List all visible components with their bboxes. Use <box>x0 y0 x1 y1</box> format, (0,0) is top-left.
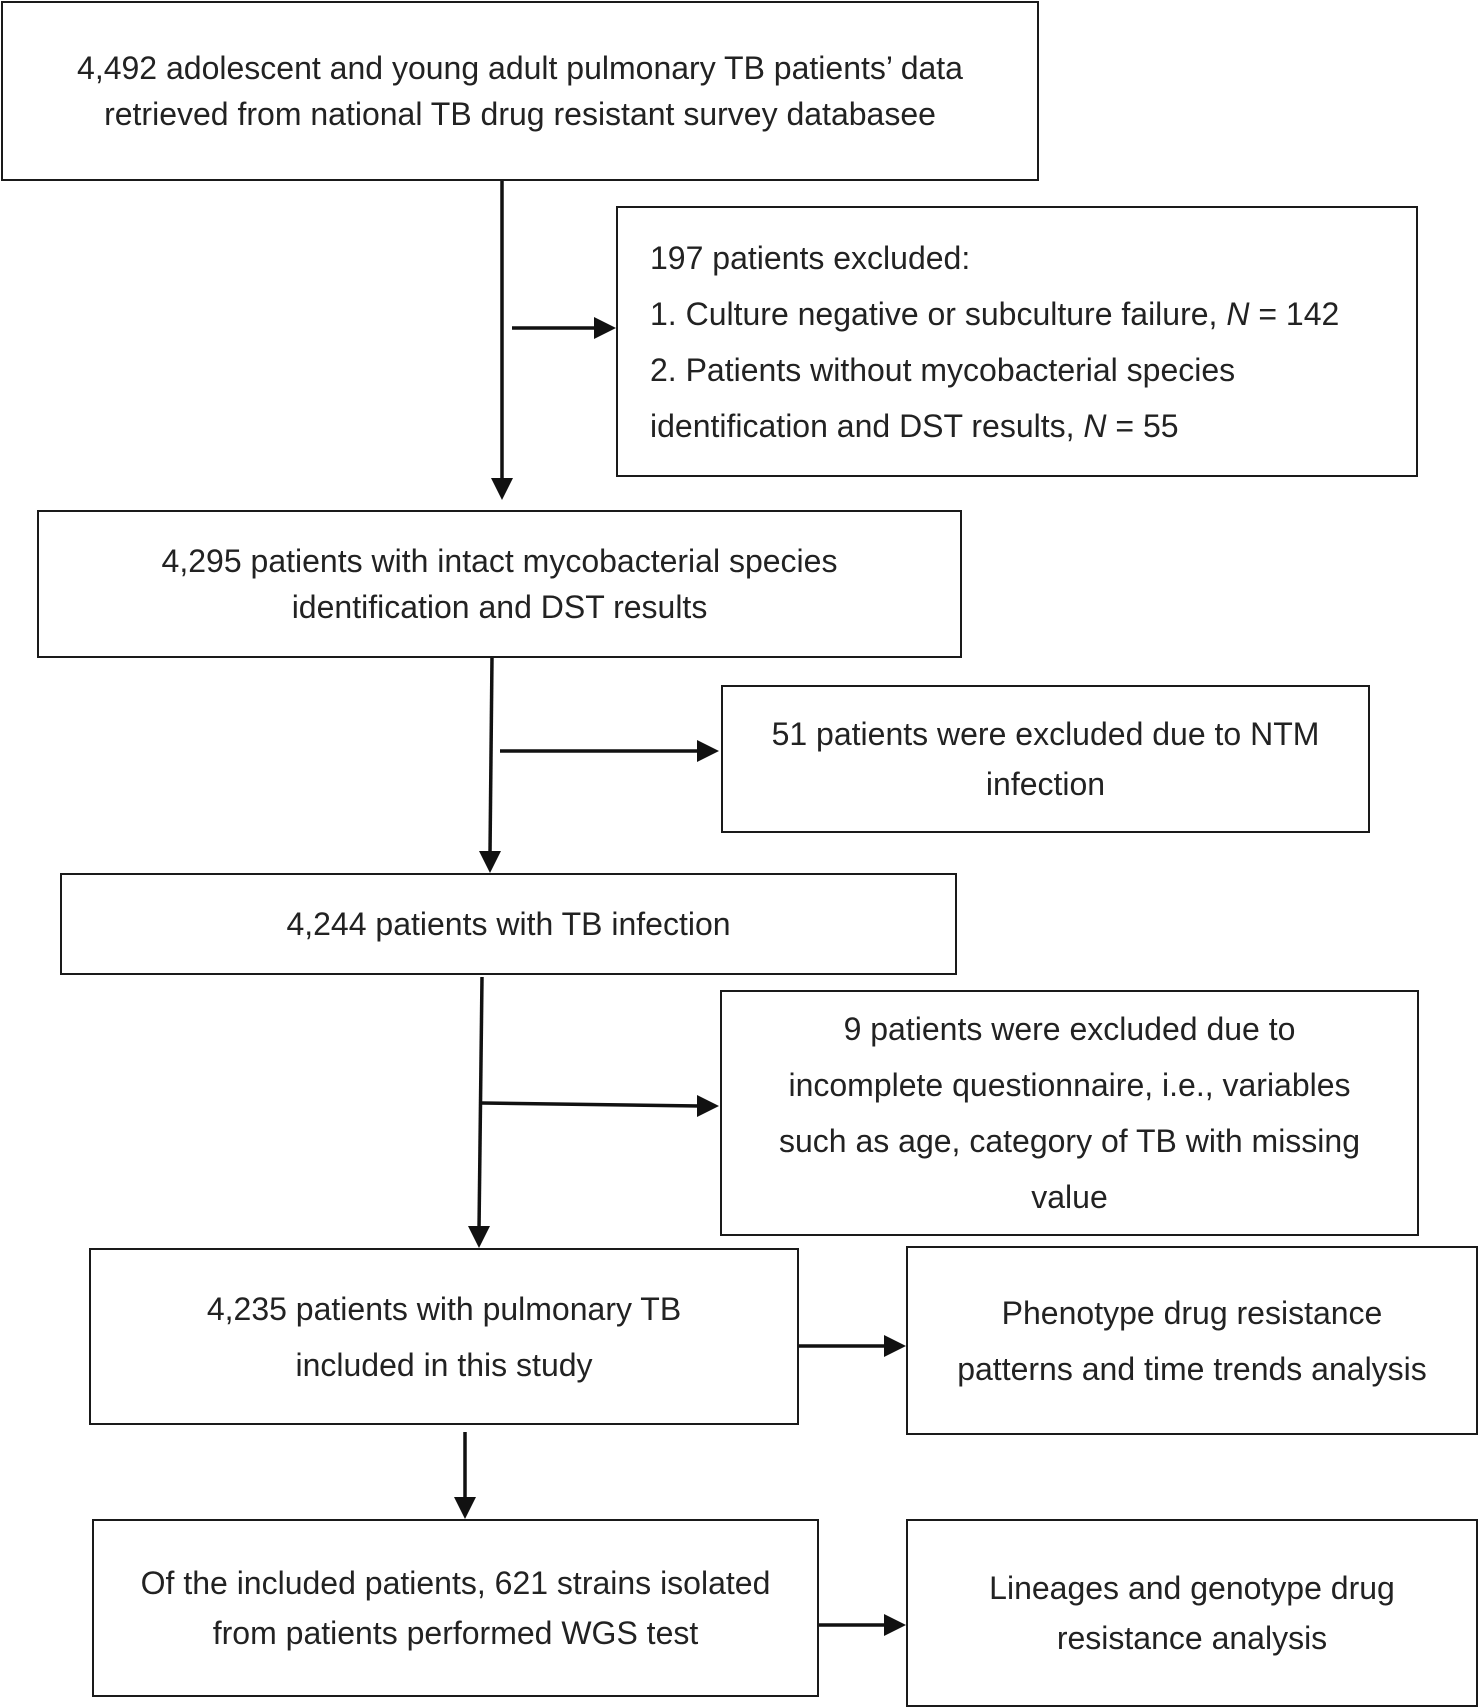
lineages-line-2: resistance analysis <box>1056 1620 1328 1656</box>
arrowhead-included-to-wgs <box>454 1497 476 1519</box>
phenotype-line-1: Phenotype drug resistance <box>1001 1294 1383 1331</box>
arrow-tb-to-included <box>477 976 484 1231</box>
excluded-197-reason-2a: 2. Patients without mycobacterial specie… <box>650 351 1236 388</box>
excluded-ntm-box: 51 patients were excluded due to NTM inf… <box>721 685 1370 833</box>
wgs-line-2: from patients performed WGS test <box>212 1615 699 1651</box>
arrowhead-source-to-intact <box>491 478 513 500</box>
included-4235-line-2: included in this study <box>295 1346 593 1383</box>
phenotype-analysis-box: Phenotype drug resistance patterns and t… <box>906 1246 1478 1435</box>
intact-4295-line-2: identification and DST results <box>291 589 708 625</box>
arrow-branch-questionnaire <box>481 1101 701 1108</box>
arrowhead-branch-excluded-197 <box>594 317 616 339</box>
arrowhead-included-to-phenotype <box>884 1335 906 1357</box>
excluded-questionnaire-line-2: incomplete questionnaire, i.e., variable… <box>788 1067 1351 1103</box>
arrowhead-intact-to-tb <box>479 851 501 873</box>
excluded-197-heading: 197 patients excluded: <box>650 239 971 276</box>
excluded-ntm-line-2: infection <box>985 766 1106 802</box>
excluded-197-reason-2b: identification and DST results, N = 55 <box>650 407 1179 444</box>
wgs-line-1: Of the included patients, 621 strains is… <box>140 1565 771 1601</box>
arrowhead-tb-to-included <box>468 1226 490 1248</box>
arrow-intact-to-tb <box>488 656 494 855</box>
arrowhead-branch-ntm <box>697 740 719 762</box>
excluded-ntm-line-1: 51 patients were excluded due to NTM <box>771 716 1320 752</box>
excluded-197-box: 197 patients excluded: 1. Culture negati… <box>616 206 1418 477</box>
excluded-questionnaire-line-1: 9 patients were excluded due to <box>843 1011 1296 1047</box>
included-4235-line-1: 4,235 patients with pulmonary TB <box>206 1290 682 1327</box>
source-line-1: 4,492 adolescent and young adult pulmona… <box>77 50 963 86</box>
included-4235-box: 4,235 patients with pulmonary TB include… <box>89 1248 799 1425</box>
excluded-questionnaire-line-3: such as age, category of TB with missing <box>778 1123 1360 1159</box>
arrowhead-wgs-to-lineages <box>884 1614 906 1636</box>
lineages-analysis-box: Lineages and genotype drug resistance an… <box>906 1519 1478 1707</box>
intact-4295-box: 4,295 patients with intact mycobacterial… <box>37 510 962 658</box>
tb-4244-line-1: 4,244 patients with TB infection <box>286 906 731 942</box>
source-data-box: 4,492 adolescent and young adult pulmona… <box>1 1 1039 181</box>
excluded-questionnaire-line-4: value <box>1031 1179 1108 1215</box>
excluded-197-reason-1: 1. Culture negative or subculture failur… <box>650 295 1340 332</box>
tb-4244-box: 4,244 patients with TB infection <box>60 873 957 975</box>
source-line-2: retrieved from national TB drug resistan… <box>104 96 936 132</box>
intact-4295-line-1: 4,295 patients with intact mycobacterial… <box>161 543 838 579</box>
excluded-questionnaire-box: 9 patients were excluded due to incomple… <box>720 990 1419 1236</box>
arrowhead-branch-questionnaire <box>697 1095 719 1117</box>
wgs-box: Of the included patients, 621 strains is… <box>92 1519 819 1697</box>
lineages-line-1: Lineages and genotype drug <box>989 1570 1395 1606</box>
phenotype-line-2: patterns and time trends analysis <box>957 1350 1427 1387</box>
